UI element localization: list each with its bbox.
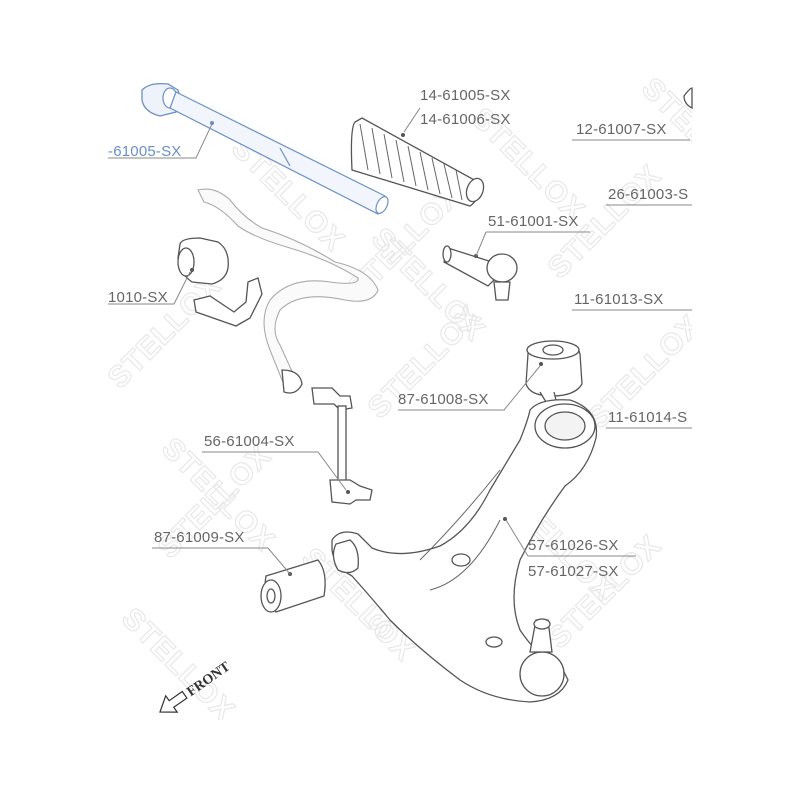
label-boot-a: 14-61005-SX [420,87,511,104]
label-control-arm-b: 57-61027-SX [528,563,619,580]
part-labels: -61005-SX 14-61005-SX 14-61006-SX 12-610… [108,87,688,580]
stabilizer-bar-part [197,188,379,394]
stabilizer-bushing-part [177,237,263,327]
label-stabilizer-link: 56-61004-SX [204,433,295,450]
leader-lines [108,107,692,575]
lower-control-arm-part [331,399,598,703]
front-arrow-icon [159,690,188,713]
steering-boot-part [350,117,485,207]
partial-part-top-right [683,87,693,110]
label-part-11-13: 11-61013-SX [574,291,663,308]
label-stabilizer-bushing: 1010-SX [108,289,168,306]
control-arm-bushing-part [525,340,583,403]
label-part-12: 12-61007-SX [576,121,667,138]
watermark-text: STELLOX [102,269,228,395]
rear-bushing-part [260,559,326,613]
label-bushing-87-09: 87-61009-SX [154,529,245,546]
label-bushing-87-08: 87-61008-SX [398,391,489,408]
label-tie-rod-end: 51-61001-SX [488,213,579,230]
tie-rod-part [141,82,389,215]
label-boot-b: 14-61006-SX [420,111,511,128]
tie-rod-end-part [442,245,518,301]
label-part-11-14: 11-61014-S [608,409,687,426]
label-part-26: 26-61003-S [608,186,688,203]
label-control-arm-a: 57-61026-SX [528,537,619,554]
label-tie-rod: -61005-SX [108,143,182,160]
stabilizer-link-part [311,387,373,505]
